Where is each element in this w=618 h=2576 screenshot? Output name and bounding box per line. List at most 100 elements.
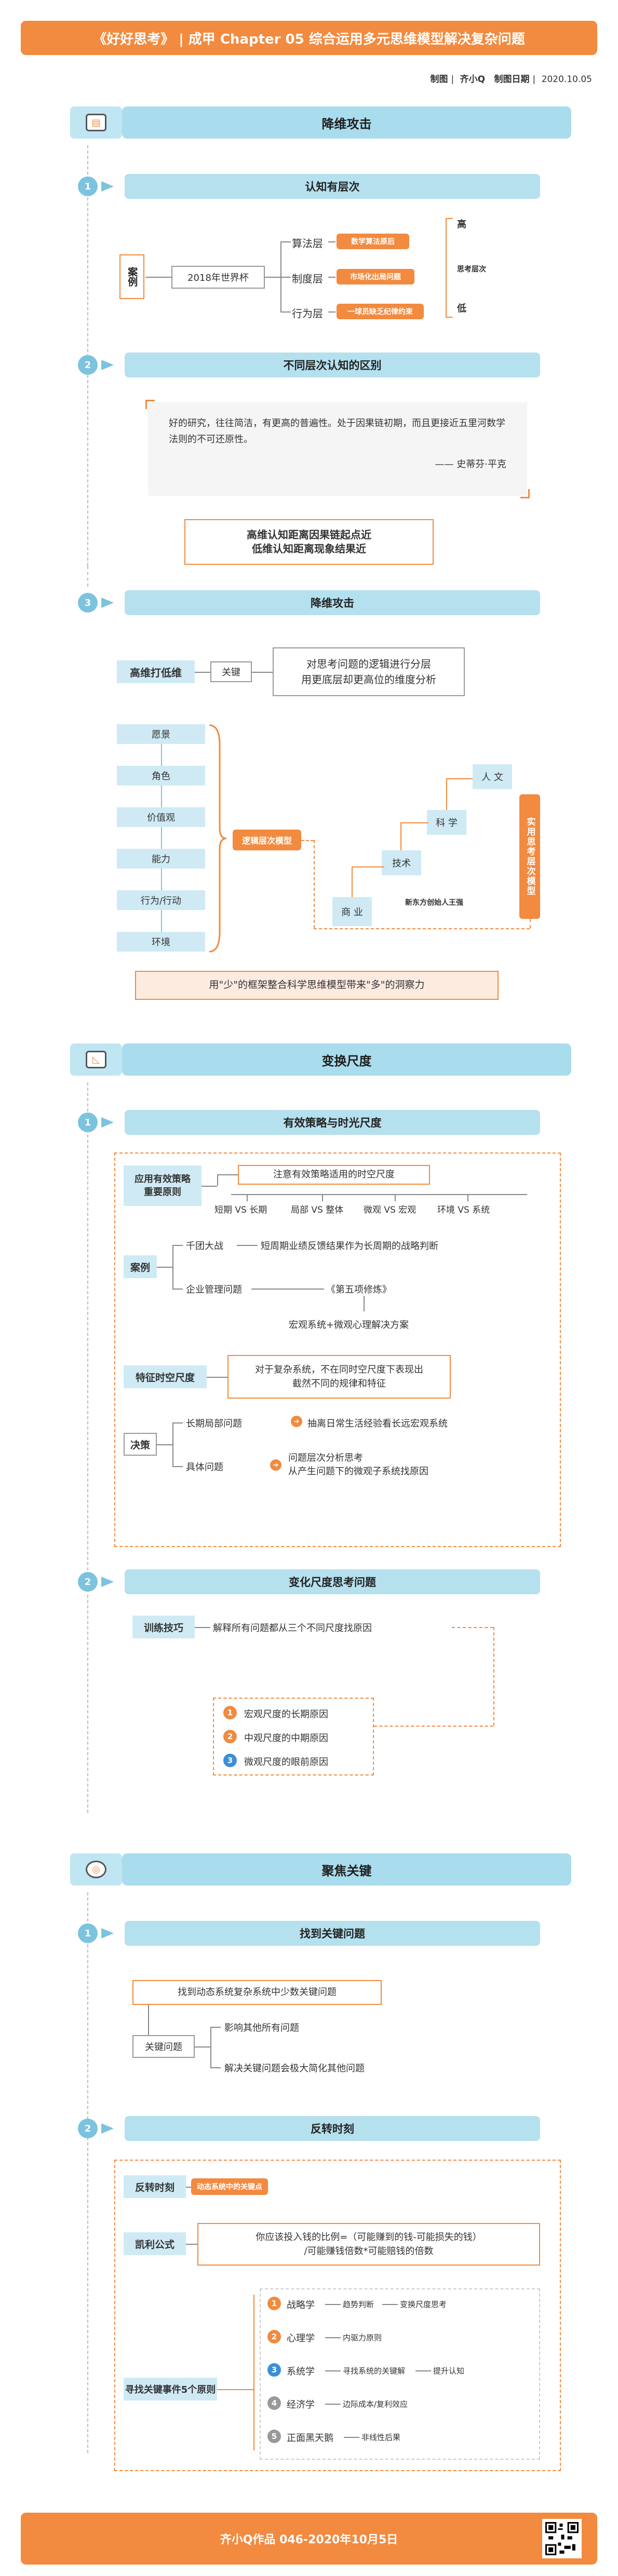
connector [186,2187,191,2188]
reason-number: 1 [223,1706,237,1719]
principle-label-text: 应用有效策略重要原则 [135,1173,191,1198]
decision-title: 长期局部问题 [186,1418,242,1429]
stair-arrows [352,778,473,897]
kelly-formula-line: 你应该投入钱的比例=（可能赚到的钱-可能损失的钱） [256,2232,482,2243]
principles-label: 寻找关键事件5个原则 [124,2378,217,2401]
connector [210,2027,211,2067]
connector [415,2370,431,2371]
section-title-3: 聚焦关键 [122,1853,571,1886]
ruler-icon: ◺ [86,1051,106,1068]
axis-tick [446,317,453,318]
case-title: 千团大战 [186,1241,223,1252]
model-label: 逻辑层次模型 [233,830,301,850]
subsection-title-text: 找到关键问题 [300,1928,365,1940]
principles-box [260,2288,540,2460]
principle-number: 2 [267,2330,281,2343]
principle-title: 系统学 [287,2366,315,2377]
step-arrow [101,1928,114,1938]
timeline-1b [87,566,88,587]
high-vs-low-label: 高维打低维 [117,660,195,683]
subsection-title-text: 反转时刻 [311,2123,354,2135]
skill-text: 解释所有问题都从三个不同尺度找原因 [213,1623,372,1634]
kelly-formula-line: /可能赚钱倍数*可能赔钱的倍数 [304,2246,434,2257]
step-number: 1 [78,1923,98,1943]
level-item: 角色 [117,766,205,785]
connector [328,311,335,313]
connector [328,277,335,278]
qr-code-graphic [545,2522,579,2555]
decision-text: 抽离日常生活经验看长远宏观系统 [307,1418,448,1429]
section-2-title-text: 变换尺度 [321,1053,372,1068]
step-number: 1 [78,177,98,196]
axis-line [446,218,447,317]
connector [161,869,162,890]
principle-text: 趋势判断 [343,2300,374,2309]
principle-text: 注意有效策略适用的时空尺度 [238,1165,430,1185]
subsection-title: 有效策略与时光尺度 [125,1110,540,1135]
summary-line: 高维认知距离因果链起点近 [247,528,371,541]
connector [253,2295,254,2450]
principle-text: 非线性后果 [361,2433,401,2442]
axis-bottom: 低 [457,303,466,314]
section-icon-3: ◎ [70,1853,122,1886]
pair-item: 环境 VS 系统 [437,1205,490,1215]
layer-tag: 数学算法原后 [337,234,409,249]
quote-box: 好的研究，往往简洁，有更高的普遍性。处于因果链初期，而且更接近五里河数学法则的不… [148,402,527,496]
step-arrow [101,598,114,608]
reason-text: 宏观尺度的长期原因 [244,1709,328,1720]
principle-title: 战略学 [287,2300,315,2311]
meta-author: 齐小Q [460,74,486,85]
kelly-label: 凯利公式 [124,2232,186,2255]
connector [172,1466,183,1467]
strategy-dashed-box [114,1153,561,1547]
principle-number: 1 [267,2297,281,2310]
subsection-title-text: 降维攻击 [311,597,354,609]
connector [301,840,314,841]
connector [247,1194,248,1201]
stair-item: 人 文 [473,764,512,789]
meta-info: 制图| 齐小Q 制图日期| 2020.10.05 [430,74,592,85]
feature-label: 特征时空尺度 [124,1365,207,1388]
reverse-dashed-box [114,2160,561,2471]
connector [325,2337,341,2338]
key-problem-item: 解决关键问题会极大简化其他问题 [224,2063,365,2074]
connector [314,928,530,929]
connector [161,744,162,766]
reverse-tag: 动态系统中的关键点 [191,2178,268,2195]
principle-title: 正面黑天鹅 [287,2433,333,2444]
connector [530,919,531,928]
page-title-banner: 《好好思考》 | 成甲 Chapter 05 综合运用多元思维模型解决复杂问题 [21,21,597,55]
footer-text: 齐小Q作品 046-2020年10月5日 [220,2533,398,2546]
connector [231,1194,527,1195]
connector [210,2027,221,2028]
subsection-title: 变化尺度思考问题 [125,1569,540,1594]
step-number: 3 [78,593,98,613]
page-title: 《好好思考》 | 成甲 Chapter 05 综合运用多元思维模型解决复杂问题 [93,31,525,47]
subsection-title: 降维攻击 [125,590,540,615]
connector [374,1726,493,1727]
connector [344,2437,359,2438]
feature-text-line: 对于复杂系统，不在同时空尺度下表现出 [255,1364,423,1375]
feature-text: 对于复杂系统，不在同时空尺度下表现出 截然不同的规律和特征 [227,1355,451,1399]
subsection-title: 认知有层次 [125,174,540,199]
pair-item: 微观 VS 宏观 [364,1205,417,1215]
connector [161,910,162,932]
case-label-2: 案例 [124,1255,157,1278]
connector [217,2389,253,2390]
connector [382,2304,398,2305]
connector [328,241,335,242]
section-title-2: 变换尺度 [122,1043,571,1076]
case-label-text: 案例 [126,267,138,287]
skill-label: 训练技巧 [132,1616,195,1638]
connector [251,1289,324,1290]
connector [325,2370,341,2371]
principle-text: 内驱力原则 [343,2333,382,2342]
principle-text: 寻找系统的关键解 [343,2366,406,2376]
reverse-label: 反转时刻 [124,2175,186,2198]
meta-date: 2020.10.05 [541,74,592,85]
connector [207,1377,227,1378]
level-item: 环境 [117,932,205,952]
step-number: 2 [78,2119,98,2138]
summary-box: 高维认知距离因果链起点近 低维认知距离现象结果近 [184,519,434,565]
layer-tag: 一球员缺乏纪律约束 [337,304,424,319]
